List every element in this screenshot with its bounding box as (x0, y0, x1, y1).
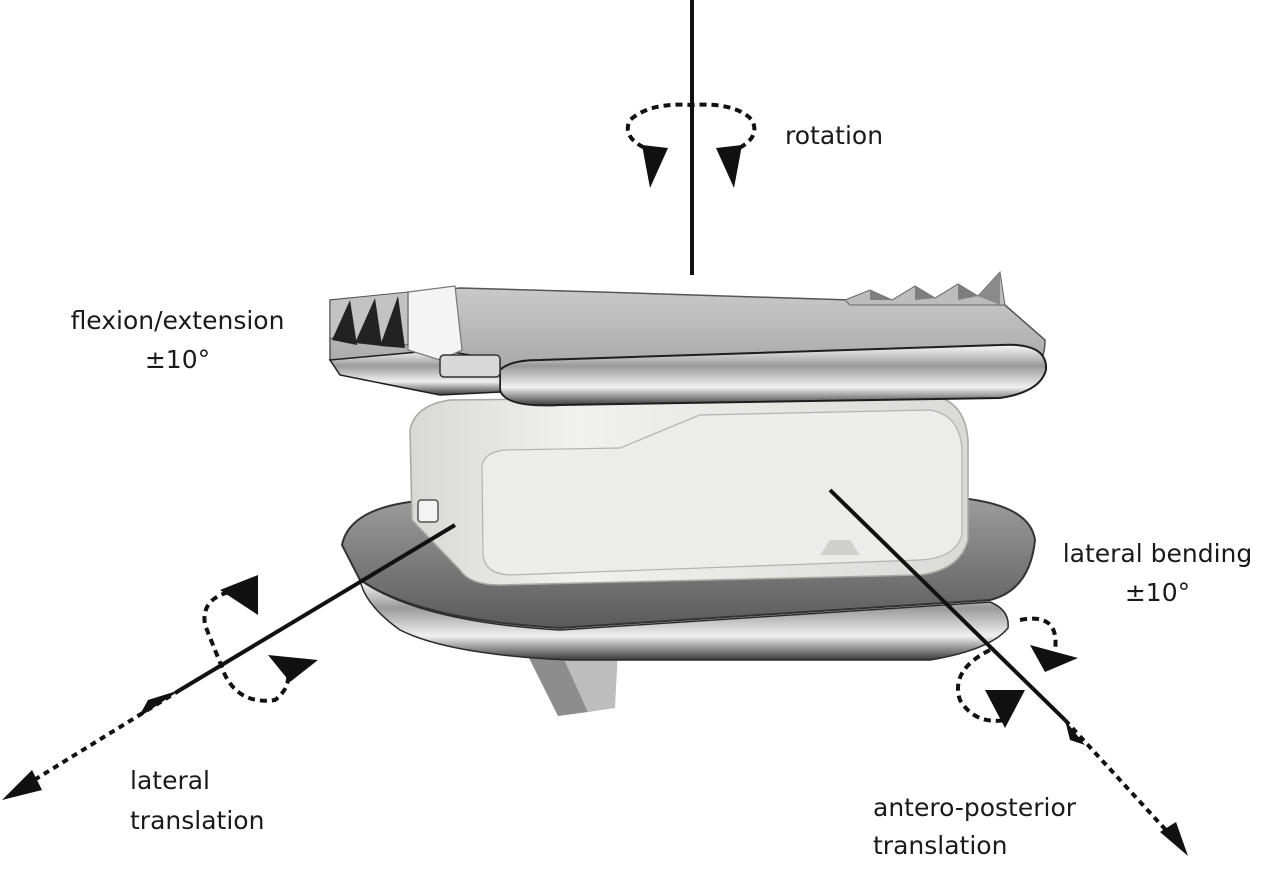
ap-translation-label-line2: translation (873, 831, 1008, 860)
top-endplate (328, 285, 1048, 407)
lateral-translation-label-line1: lateral (130, 766, 210, 795)
right-teeth (844, 270, 1006, 306)
rotation-label: rotation (785, 121, 884, 150)
left-teeth (329, 291, 409, 348)
lateral-translation-label-line2: translation (130, 806, 265, 835)
rotation-axis (625, 0, 757, 275)
flexion-extension-range: ±10° (144, 345, 211, 374)
bottom-keel (525, 650, 618, 716)
ap-translation-label-line1: antero-posterior (873, 793, 1077, 822)
core-insert (409, 394, 969, 586)
lateral-axis (2, 523, 457, 800)
ap-axis (828, 488, 1188, 856)
lateral-bending-range: ±10° (1124, 578, 1191, 607)
lateral-bending-label: lateral bending (1062, 539, 1253, 568)
flexion-extension-label: flexion/extension (70, 306, 285, 335)
